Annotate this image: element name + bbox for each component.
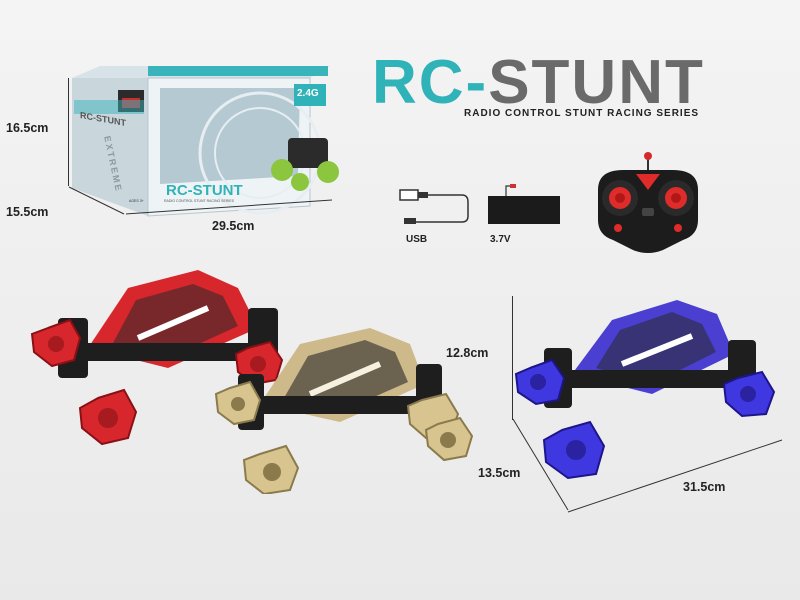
usb-cable-icon	[399, 189, 469, 224]
box-depth-line	[68, 186, 125, 215]
box-width-label: 29.5cm	[212, 219, 255, 233]
red-stunt-car	[30, 270, 284, 446]
car-height-label: 12.8cm	[446, 346, 489, 360]
gold-stunt-car	[214, 328, 474, 494]
box-height-label: 16.5cm	[6, 121, 49, 135]
package-box	[72, 66, 339, 217]
brand-tagline: RADIO CONTROL STUNT RACING SERIES	[464, 108, 700, 119]
purple-car-body	[566, 300, 746, 394]
gold-car-body	[254, 328, 434, 422]
brand-stunt: STUNT	[488, 48, 705, 117]
box-age: AGES 3+	[129, 199, 144, 203]
brand-rc: RC-	[372, 48, 489, 117]
car-depth-line	[512, 418, 569, 511]
red-car-body	[78, 270, 268, 368]
box-front-subtitle: RADIO CONTROL STUNT RACING SERIES	[164, 199, 235, 203]
box-width-line	[125, 199, 333, 215]
car-depth-label: 13.5cm	[478, 466, 521, 480]
box-height-line	[68, 78, 69, 186]
car-height-line	[512, 296, 513, 420]
battery-label: 3.7V	[490, 234, 511, 245]
usb-label: USB	[406, 234, 428, 245]
box-depth-label: 15.5cm	[6, 205, 49, 219]
box-front-logo: RC-STUNT	[166, 182, 243, 199]
remote-controller	[598, 152, 698, 253]
box-badge: 2.4G	[297, 88, 319, 99]
battery-icon	[488, 184, 560, 224]
car-length-line	[567, 439, 783, 513]
car-length-label: 31.5cm	[683, 480, 726, 494]
purple-stunt-car	[514, 300, 776, 480]
brand-logo: RC-STUNT	[372, 52, 705, 114]
